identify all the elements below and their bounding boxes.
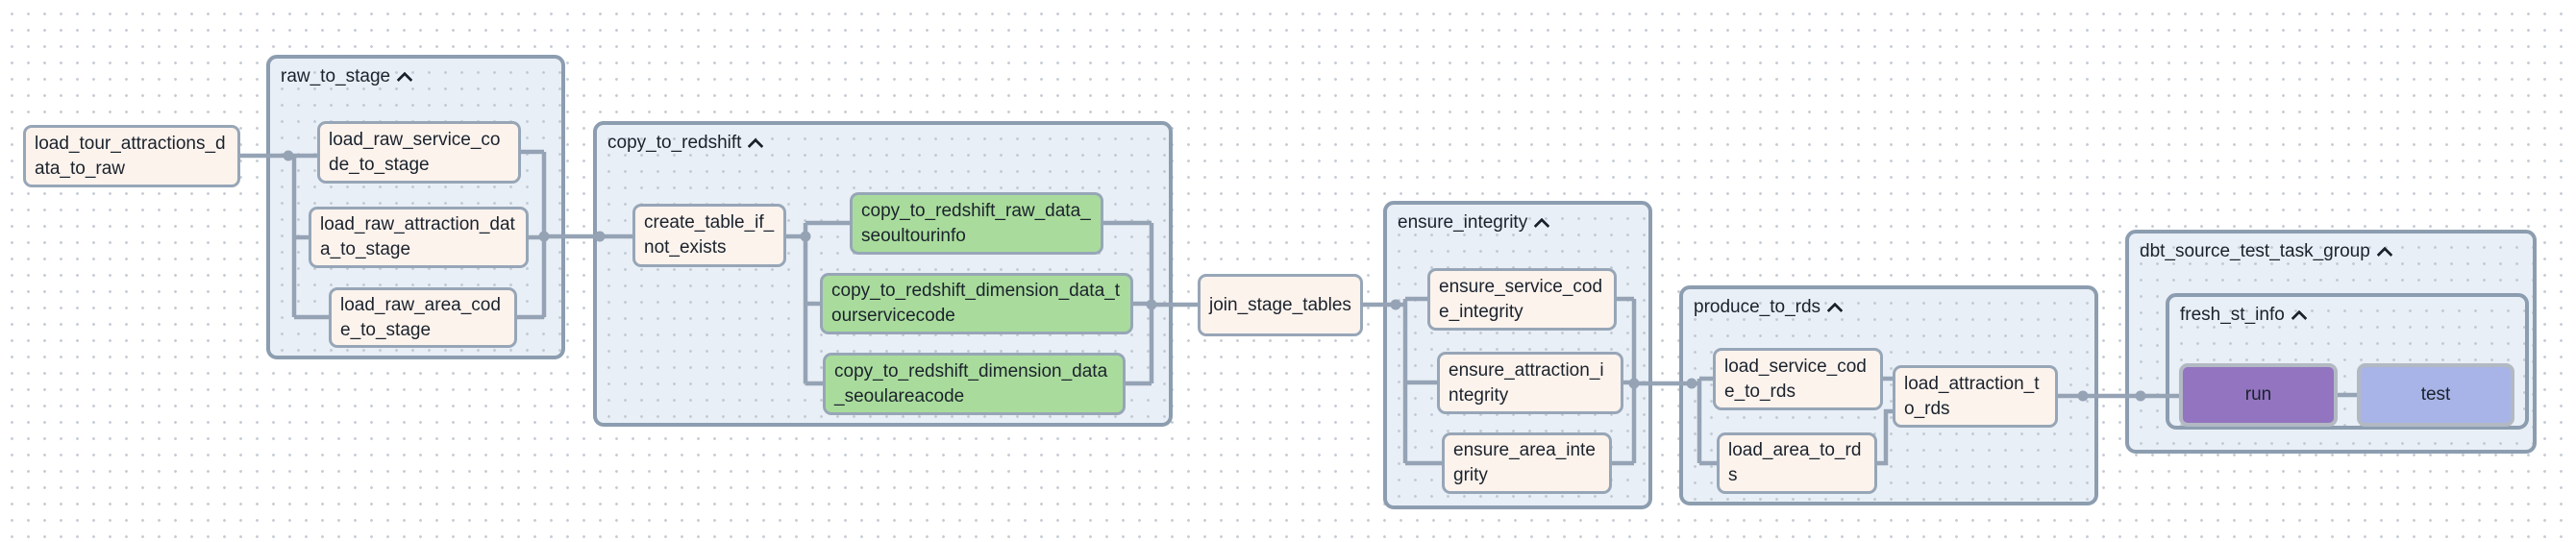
group-label-dbt-source-test[interactable]: dbt_source_test_task_group <box>2140 240 2393 263</box>
group-title: raw_to_stage <box>281 66 391 86</box>
task-node-ensure-area-integrity[interactable]: ensure_area_integrity <box>1442 432 1612 494</box>
task-label: load_raw_area_code_to_stage <box>340 294 501 340</box>
task-label: copy_to_redshift_dimension_data_seoulare… <box>834 360 1108 406</box>
collapse-chevron-icon[interactable] <box>1533 217 1550 234</box>
group-title: ensure_integrity <box>1398 212 1528 233</box>
task-node-ensure-service-code-integrity[interactable]: ensure_service_code_integrity <box>1427 268 1617 331</box>
collapse-chevron-icon[interactable] <box>2376 246 2393 262</box>
task-node-create-table-if-not-exists[interactable]: create_table_if_not_exists <box>632 204 786 267</box>
task-label: load_area_to_rds <box>1728 440 1862 485</box>
collapse-chevron-icon[interactable] <box>2291 309 2308 326</box>
task-node-test[interactable]: test <box>2357 363 2514 427</box>
task-label: test <box>2420 384 2451 405</box>
task-label: run <box>2244 384 2272 405</box>
task-label: load_raw_service_code_to_stage <box>329 129 501 175</box>
task-label: load_tour_attractions_data_to_raw <box>35 133 226 179</box>
task-label: copy_to_redshift_dimension_data_tourserv… <box>831 281 1120 326</box>
group-title: fresh_st_info <box>2180 305 2285 325</box>
task-node-load-attraction-to-rds[interactable]: load_attraction_to_rds <box>1893 365 2058 428</box>
group-label-fresh-st-info[interactable]: fresh_st_info <box>2180 304 2308 327</box>
task-node-load-tour-attractions-data-to-raw[interactable]: load_tour_attractions_data_to_raw <box>23 125 240 187</box>
collapse-chevron-icon[interactable] <box>396 71 413 87</box>
task-node-join-stage-tables[interactable]: join_stage_tables <box>1198 274 1363 336</box>
task-node-copy-to-redshift-dimension-data-tourservicecode[interactable]: copy_to_redshift_dimension_data_tourserv… <box>820 273 1133 334</box>
group-label-ensure-integrity[interactable]: ensure_integrity <box>1398 211 1550 234</box>
task-label: load_attraction_to_rds <box>1904 373 2040 419</box>
task-label: load_service_code_to_rds <box>1724 356 1867 402</box>
group-label-produce-to-rds[interactable]: produce_to_rds <box>1694 296 1844 319</box>
task-node-copy-to-redshift-raw-data-seoultourinfo[interactable]: copy_to_redshift_raw_data_seoultourinfo <box>850 192 1103 255</box>
task-label: ensure_service_code_integrity <box>1439 276 1603 322</box>
task-node-run[interactable]: run <box>2179 363 2338 427</box>
group-label-raw-to-stage[interactable]: raw_to_stage <box>281 65 413 88</box>
task-label: copy_to_redshift_raw_data_seoultourinfo <box>861 200 1091 246</box>
task-label: join_stage_tables <box>1209 294 1351 315</box>
group-label-copy-to-redshift[interactable]: copy_to_redshift <box>607 132 764 155</box>
task-node-load-area-to-rds[interactable]: load_area_to_rds <box>1717 432 1877 494</box>
group-title: dbt_source_test_task_group <box>2140 241 2370 261</box>
task-node-load-service-code-to-rds[interactable]: load_service_code_to_rds <box>1713 348 1883 410</box>
task-node-load-raw-service-code-to-stage[interactable]: load_raw_service_code_to_stage <box>317 121 521 184</box>
task-label: create_table_if_not_exists <box>644 212 775 258</box>
task-label: load_raw_attraction_data_to_stage <box>320 214 515 259</box>
task-node-copy-to-redshift-dimension-data-seoulareacode[interactable]: copy_to_redshift_dimension_data_seoulare… <box>823 353 1126 415</box>
group-title: produce_to_rds <box>1694 297 1821 317</box>
task-node-load-raw-area-code-to-stage[interactable]: load_raw_area_code_to_stage <box>329 287 517 348</box>
task-label: ensure_attraction_integrity <box>1449 359 1604 406</box>
task-node-load-raw-attraction-data-to-stage[interactable]: load_raw_attraction_data_to_stage <box>309 207 529 268</box>
collapse-chevron-icon[interactable] <box>747 137 764 154</box>
collapse-chevron-icon[interactable] <box>1826 302 1844 318</box>
group-title: copy_to_redshift <box>607 133 742 153</box>
task-node-ensure-attraction-integrity[interactable]: ensure_attraction_integrity <box>1437 352 1623 414</box>
task-label: ensure_area_integrity <box>1453 440 1596 485</box>
